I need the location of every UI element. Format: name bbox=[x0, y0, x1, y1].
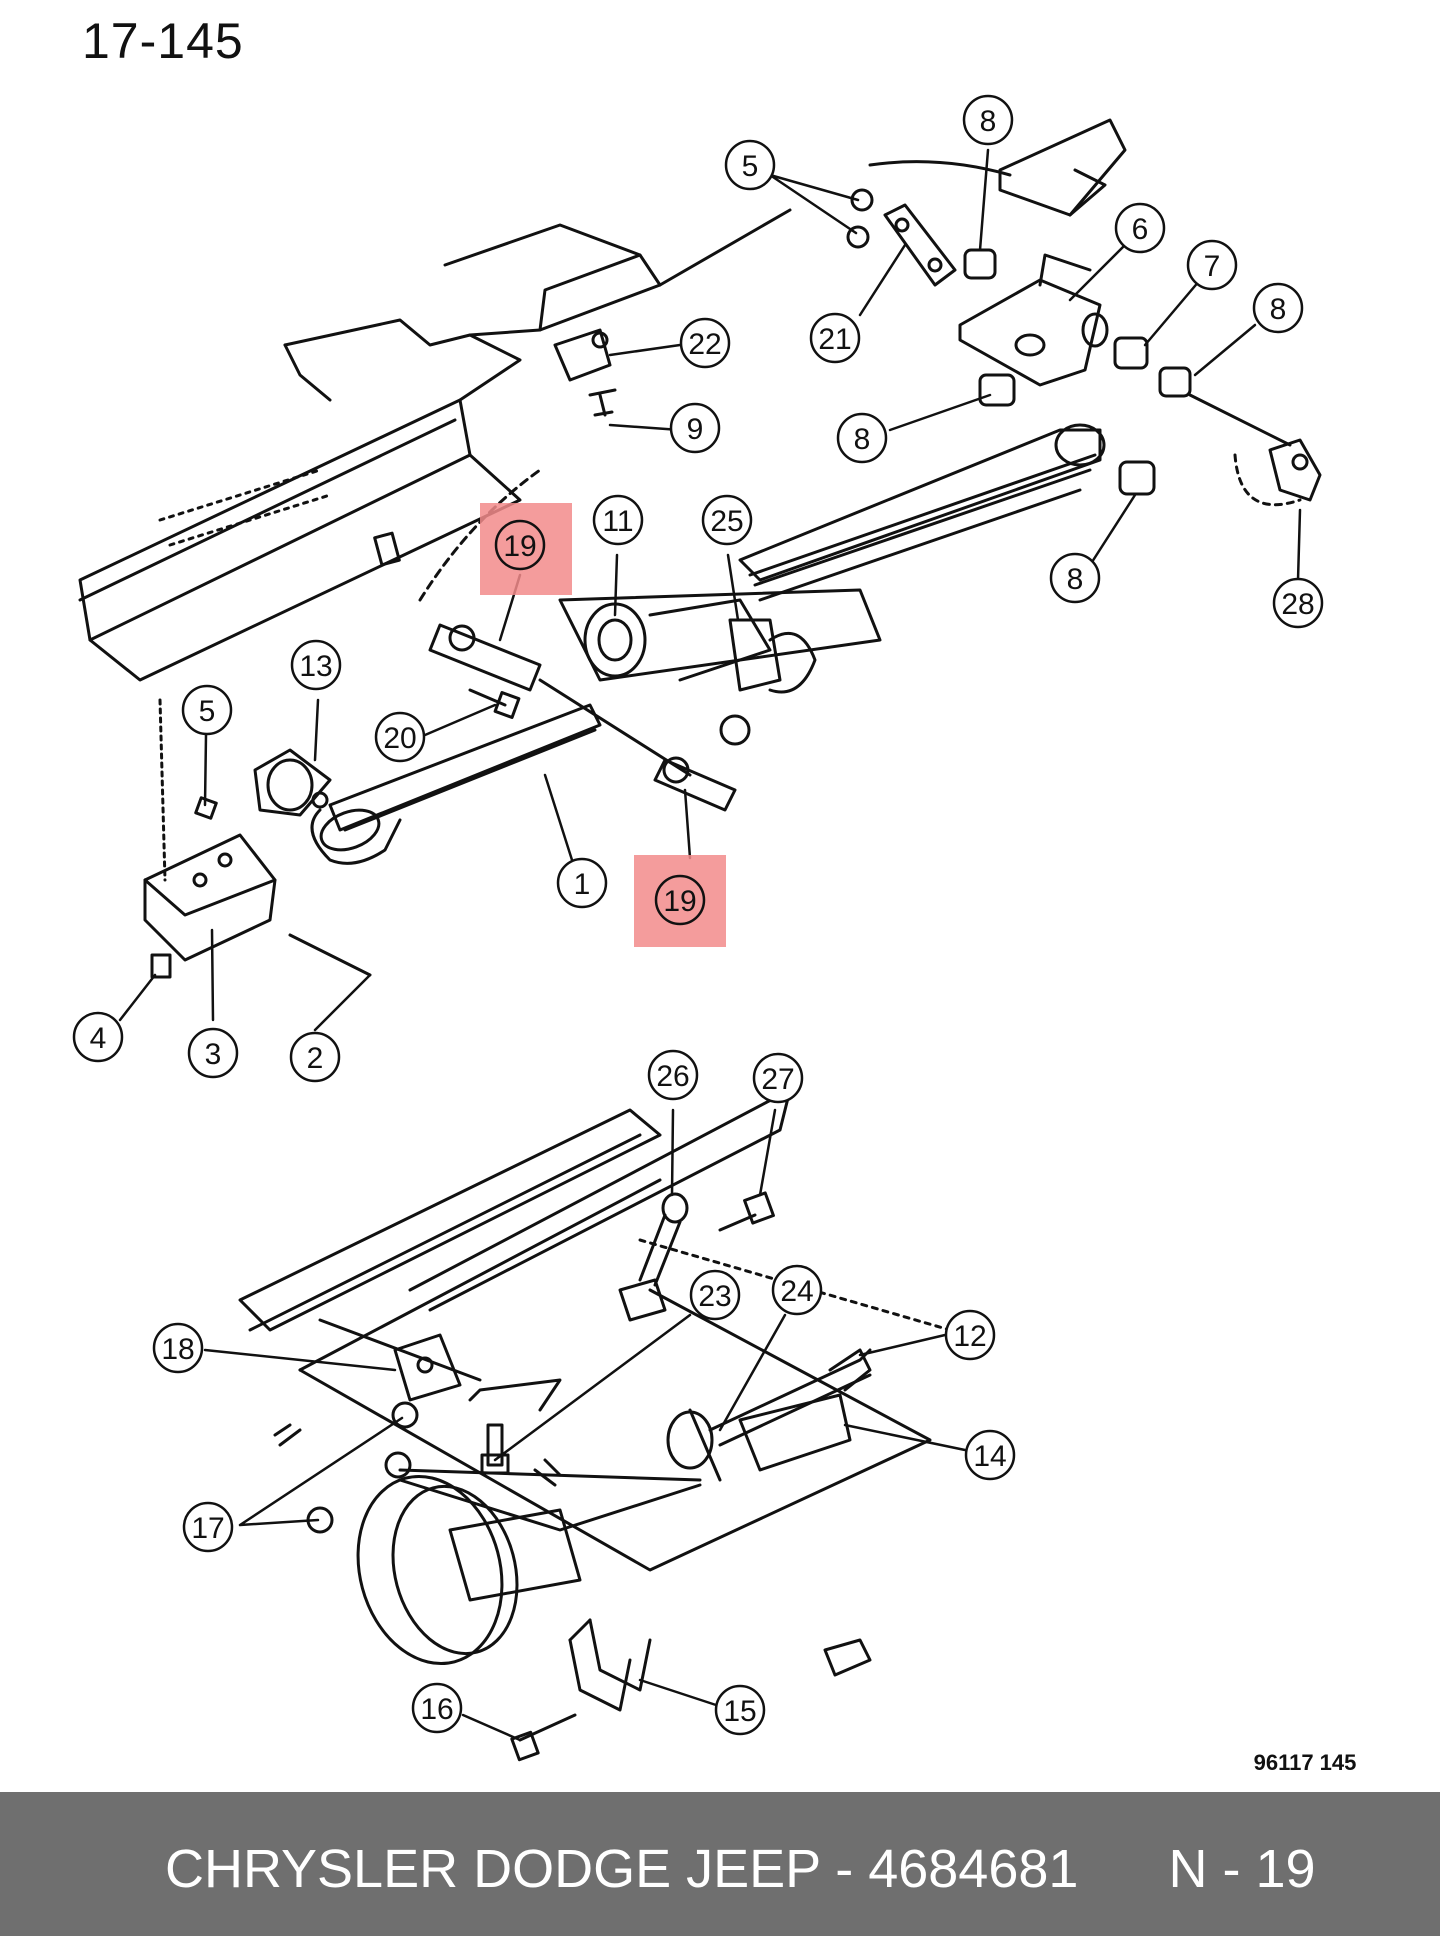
callout-5: 5 bbox=[742, 150, 759, 183]
bushings bbox=[846, 188, 1192, 496]
front-hanger bbox=[143, 698, 372, 979]
highlight-box-19-lower bbox=[634, 855, 726, 947]
footer-part-number: 4684681 bbox=[868, 1839, 1079, 1899]
callout-25: 25 bbox=[710, 505, 743, 538]
leader-lines bbox=[118, 148, 1302, 1742]
footer-bar bbox=[0, 1792, 1440, 1936]
callout-2: 2 bbox=[307, 1042, 324, 1075]
shackle-link bbox=[1188, 393, 1322, 507]
callout-13: 13 bbox=[299, 650, 332, 683]
callout-16: 16 bbox=[420, 1693, 453, 1726]
callout-3: 3 bbox=[205, 1038, 222, 1071]
footer-caption: CHRYSLER DODGE JEEP - 4684681 N - 19 bbox=[165, 1839, 1316, 1899]
suspension-exploded-diagram: 8 5 6 7 8 22 9 21 8 8 28 11 25 19 19 20 … bbox=[72, 94, 1357, 1775]
footer-brand: CHRYSLER DODGE JEEP bbox=[165, 1839, 821, 1899]
callout-20: 20 bbox=[383, 722, 416, 755]
diagram-code: 96117 145 bbox=[1254, 1750, 1357, 1775]
control-arm bbox=[384, 1408, 722, 1602]
callout-7: 7 bbox=[1204, 250, 1221, 283]
axle-housing bbox=[558, 588, 882, 746]
callout-8: 8 bbox=[980, 105, 997, 138]
callout-14: 14 bbox=[973, 1440, 1006, 1473]
callouts bbox=[72, 94, 1324, 1736]
callout-24: 24 bbox=[780, 1275, 813, 1308]
callout-4: 4 bbox=[90, 1022, 107, 1055]
callout-15: 15 bbox=[723, 1695, 756, 1728]
shock-absorber bbox=[418, 468, 737, 812]
u-clamp bbox=[510, 1618, 652, 1762]
footer-callout-ref: N - 19 bbox=[1168, 1839, 1316, 1899]
shackle-plate bbox=[883, 203, 957, 287]
callout-18: 18 bbox=[161, 1333, 194, 1366]
frame-rail bbox=[78, 208, 792, 682]
fasteners bbox=[273, 1401, 562, 1534]
spring-eye-bushing bbox=[253, 748, 332, 817]
callout-8: 8 bbox=[1270, 293, 1287, 326]
clip bbox=[823, 1638, 872, 1677]
callout-19: 19 bbox=[503, 530, 536, 563]
callout-6: 6 bbox=[1132, 213, 1149, 246]
callout-17: 17 bbox=[191, 1512, 224, 1545]
callout-8: 8 bbox=[854, 423, 871, 456]
callout-labels: 8 5 6 7 8 22 9 21 8 8 28 11 25 19 19 20 … bbox=[90, 105, 1357, 1775]
callout-12: 12 bbox=[953, 1320, 986, 1353]
page-number: 17-145 bbox=[82, 13, 244, 69]
callout-1: 1 bbox=[574, 868, 591, 901]
callout-21: 21 bbox=[818, 323, 851, 356]
callout-9: 9 bbox=[687, 413, 704, 446]
brake-drum bbox=[356, 1474, 519, 1666]
shackle-bracket bbox=[958, 253, 1109, 387]
callout-23: 23 bbox=[698, 1280, 731, 1313]
callout-19: 19 bbox=[663, 885, 696, 918]
callout-22: 22 bbox=[688, 328, 721, 361]
spring-hanger bbox=[553, 328, 617, 417]
callout-28: 28 bbox=[1281, 588, 1314, 621]
callout-26: 26 bbox=[656, 1060, 689, 1093]
bolt bbox=[468, 688, 521, 719]
callout-11: 11 bbox=[602, 505, 633, 538]
mount-bracket bbox=[393, 1333, 562, 1412]
stabilizer-link bbox=[618, 1191, 775, 1322]
crossmember bbox=[868, 118, 1127, 217]
axle-tube bbox=[738, 1393, 852, 1472]
leaf-spring bbox=[310, 423, 1106, 865]
callout-27: 27 bbox=[761, 1063, 794, 1096]
lower-frame bbox=[238, 1088, 952, 1572]
callout-5: 5 bbox=[199, 695, 216, 728]
callout-8: 8 bbox=[1067, 563, 1084, 596]
